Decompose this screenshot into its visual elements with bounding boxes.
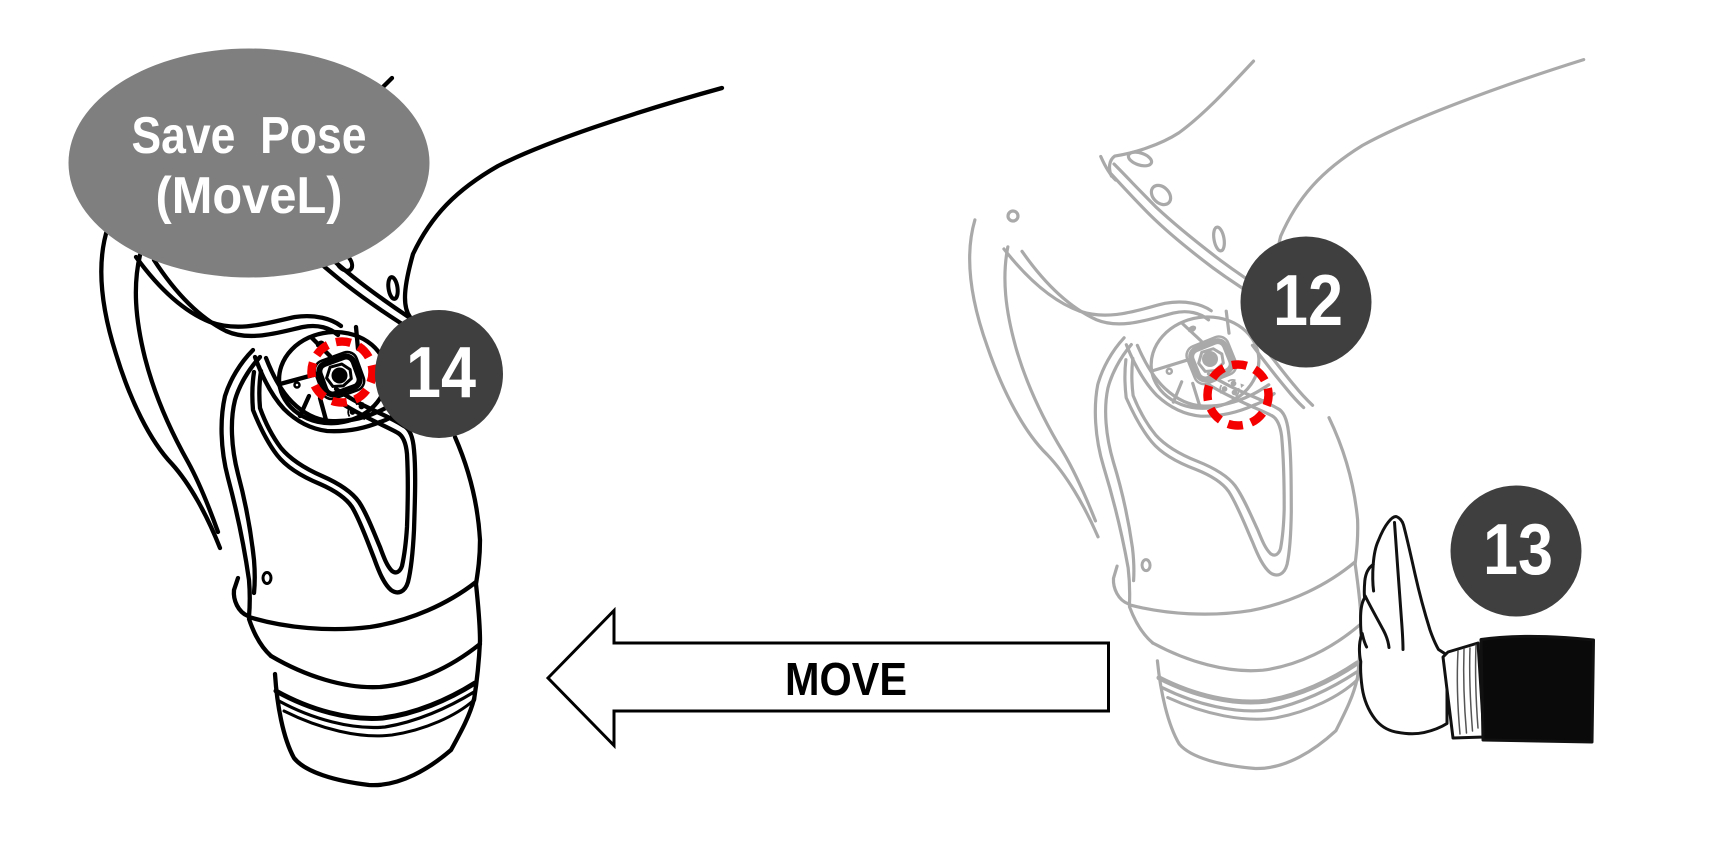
svg-text:12: 12 — [1273, 261, 1343, 341]
svg-text:Save Pose: Save Pose — [132, 107, 367, 165]
svg-text:(MoveL): (MoveL) — [156, 167, 343, 225]
svg-text:MOVE: MOVE — [785, 653, 907, 705]
svg-text:13: 13 — [1483, 510, 1553, 590]
svg-text:14: 14 — [406, 333, 476, 413]
